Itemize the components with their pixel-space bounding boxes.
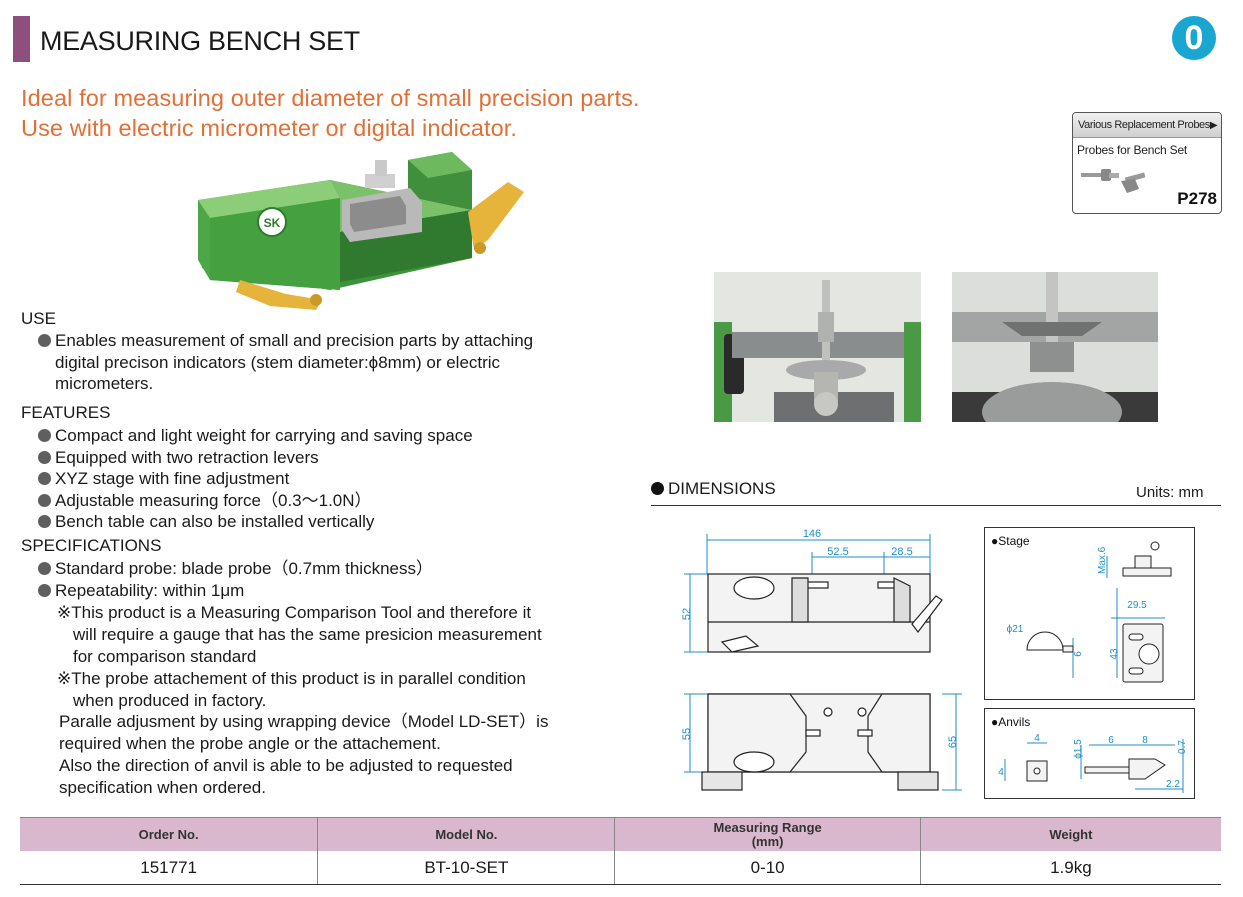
feature-item: XYZ stage with fine adjustment bbox=[38, 468, 473, 490]
table-row: 151771 BT-10-SET 0-10 1.9kg bbox=[20, 851, 1221, 885]
spec-note-1: ※This product is a Measuring Comparison … bbox=[57, 603, 542, 666]
feature-item: Compact and light weight for carrying an… bbox=[38, 425, 473, 447]
play-arrow-icon: ▶ bbox=[1209, 120, 1218, 131]
bullet-icon bbox=[38, 493, 51, 507]
cell-measuring-range: 0-10 bbox=[614, 851, 921, 885]
feature-item: Bench table can also be installed vertic… bbox=[38, 511, 473, 533]
feature-item: Adjustable measuring force（0.3～1.0N） bbox=[38, 490, 473, 512]
features-list: Compact and light weight for carrying an… bbox=[38, 425, 473, 533]
col-weight: Weight bbox=[919, 817, 1221, 851]
dim-max-6: Max.6 bbox=[1097, 546, 1108, 574]
bullet-icon bbox=[651, 482, 664, 495]
features-heading: FEATURES bbox=[21, 403, 111, 422]
bullet-icon bbox=[38, 450, 51, 464]
spec-item: Standard probe: blade probe（0.7mm thickn… bbox=[38, 558, 433, 580]
dim-43: 43 bbox=[1109, 648, 1120, 660]
spec-table: Order No. Model No. Measuring Range(mm) … bbox=[20, 817, 1221, 885]
probe-box-heading: Various Replacement Probes▶ bbox=[1073, 113, 1221, 138]
dimensions-divider bbox=[651, 505, 1221, 506]
bullet-icon bbox=[38, 583, 51, 597]
spec-extra-notes: Paralle adjusment by using wrapping devi… bbox=[59, 712, 549, 797]
anvils-detail-box: ●Anvils 4 4 ϕ1.5 6 8 0.7 2.2 bbox=[984, 708, 1195, 799]
probe-closeup-photo-2 bbox=[952, 272, 1158, 422]
probe-page-ref[interactable]: P278 bbox=[1177, 189, 1217, 208]
col-model-no: Model No. bbox=[317, 817, 616, 851]
dimensions-heading: DIMENSIONS bbox=[651, 479, 776, 499]
sk-logo-text: SK bbox=[264, 216, 281, 230]
dim-146: 146 bbox=[803, 528, 821, 540]
dim-55: 55 bbox=[681, 728, 693, 740]
bench-set-product-image: SK bbox=[198, 152, 524, 310]
sk-logo-icon bbox=[257, 207, 287, 237]
dim-phi-21: ϕ21 bbox=[1007, 624, 1024, 635]
specifications-heading: SPECIFICATIONS bbox=[21, 536, 162, 555]
bullet-icon bbox=[38, 515, 51, 528]
dim-65: 65 bbox=[947, 736, 959, 748]
probe-box-subheading: Probes for Bench Set bbox=[1077, 143, 1188, 157]
dim-2-2: 2.2 bbox=[1166, 779, 1180, 790]
col-measuring-range: Measuring Range(mm) bbox=[614, 817, 921, 851]
page-title: MEASURING BENCH SET bbox=[40, 26, 360, 56]
dim-4: 4 bbox=[1034, 733, 1040, 744]
stage-label: ●Stage bbox=[991, 534, 1030, 548]
title-accent-bar bbox=[13, 16, 30, 62]
dim-6b: 6 bbox=[1108, 735, 1114, 746]
stage-dimension-drawing: Max.6 29.5 ϕ21 43 6 bbox=[1007, 541, 1172, 683]
col-order-no: Order No. bbox=[20, 817, 319, 851]
units-label: Units: mm bbox=[1136, 484, 1204, 501]
section-number: 0 bbox=[1184, 19, 1204, 57]
dim-28-5: 28.5 bbox=[891, 546, 912, 558]
tagline-line-2: Use with electric micrometer or digital … bbox=[21, 115, 518, 141]
dim-52: 52 bbox=[681, 608, 693, 620]
bullet-icon bbox=[38, 429, 51, 442]
use-item: Enables measurement of small and precisi… bbox=[38, 330, 533, 395]
bullet-icon bbox=[38, 562, 51, 575]
dim-phi-1-5: ϕ1.5 bbox=[1073, 739, 1084, 759]
cell-model-no: BT-10-SET bbox=[317, 851, 616, 885]
cell-weight: 1.9kg bbox=[919, 851, 1221, 885]
probes-icon bbox=[1081, 169, 1146, 193]
dim-52-5: 52.5 bbox=[827, 546, 848, 558]
bullet-icon bbox=[38, 334, 51, 347]
probe-closeup-photo-1 bbox=[714, 272, 921, 422]
dim-6: 6 bbox=[1073, 651, 1084, 657]
section-number-badge: 0 bbox=[1172, 16, 1216, 60]
dim-8: 8 bbox=[1142, 735, 1148, 746]
tagline-line-1: Ideal for measuring outer diameter of sm… bbox=[21, 85, 640, 111]
feature-item: Equipped with two retraction levers bbox=[38, 447, 473, 469]
dim-4b: 4 bbox=[998, 767, 1004, 778]
bullet-icon bbox=[38, 472, 51, 485]
use-heading: USE bbox=[21, 309, 56, 328]
dim-29-5: 29.5 bbox=[1127, 600, 1147, 611]
spec-item: Repeatability: within 1μm bbox=[38, 580, 433, 602]
spec-note-2: ※The probe attachement of this product i… bbox=[57, 669, 526, 710]
table-header-row: Order No. Model No. Measuring Range(mm) … bbox=[20, 817, 1221, 851]
specifications-list: Standard probe: blade probe（0.7mm thickn… bbox=[38, 558, 433, 601]
dim-0-7: 0.7 bbox=[1177, 740, 1188, 754]
anvils-dimension-drawing: 4 4 ϕ1.5 6 8 0.7 2.2 bbox=[998, 733, 1188, 793]
anvils-label: ●Anvils bbox=[991, 715, 1031, 729]
dimension-drawing-front-top: 146 52.5 28.5 52 55 65 bbox=[681, 528, 962, 791]
cell-order-no: 151771 bbox=[20, 851, 319, 885]
replacement-probes-box[interactable]: Various Replacement Probes▶ Probes for B… bbox=[1072, 112, 1222, 214]
stage-detail-box: ●Stage Max.6 29.5 ϕ21 43 6 bbox=[984, 527, 1195, 700]
